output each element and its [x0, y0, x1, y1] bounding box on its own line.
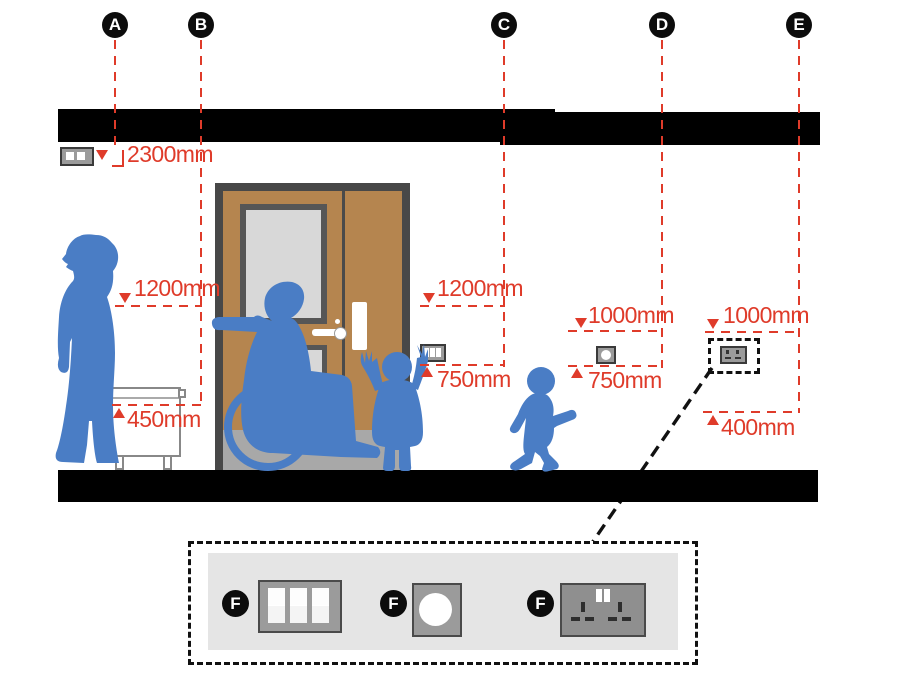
dim-line-c-lower [420, 364, 505, 366]
door-keyhole-dot [335, 319, 340, 324]
marker-a: A [102, 12, 128, 38]
marker-d: D [649, 12, 675, 38]
arrow-down [575, 318, 587, 328]
arrow-down [707, 319, 719, 329]
dim-line-b-upper [115, 305, 202, 307]
ceiling-band [58, 109, 555, 142]
arrow-down [96, 150, 108, 160]
child-figure-walking [509, 367, 577, 472]
inset-panel: F F F [208, 553, 678, 650]
door-push-plate [352, 302, 367, 350]
arrow-down [119, 293, 131, 303]
dim-d-upper: 1000mm [588, 302, 674, 328]
radiator-foot [163, 455, 172, 470]
reference-line-e [798, 40, 800, 413]
radiator [105, 387, 181, 457]
door-handle-rose [334, 327, 347, 340]
arrow-down [423, 293, 435, 303]
wheelchair-user-figure [211, 281, 381, 471]
dim-ceiling-fixture: 2300mm [127, 141, 213, 167]
double-socket-outlet-icon [560, 583, 646, 637]
marker-f: F [527, 590, 554, 617]
arrow-up [421, 367, 433, 377]
door-handle [312, 329, 342, 336]
dim-line-b-lower [112, 404, 202, 406]
three-gang-light-switch-icon [258, 580, 342, 633]
door-window-upper [240, 204, 327, 324]
dim-line-e-upper [705, 331, 800, 333]
reference-line-d [661, 40, 663, 368]
dimmer-switch-icon [412, 583, 462, 637]
marker-b: B [188, 12, 214, 38]
dim-line-e-lower [703, 411, 800, 413]
dim-b-lower: 450mm [127, 406, 201, 432]
dim-d-lower: 750mm [588, 367, 662, 393]
child-figure-reaching [360, 344, 428, 471]
marker-f-label: F [388, 593, 399, 613]
dimmer-icon [596, 346, 616, 364]
arrow-up [571, 368, 583, 378]
reference-line-b [200, 40, 202, 406]
marker-e-label: E [793, 15, 805, 34]
marker-f-label: F [535, 593, 546, 613]
socket-outlet-icon [720, 346, 747, 364]
dim-line-d-upper [568, 330, 663, 332]
dim-line-d-lower [568, 365, 663, 367]
marker-e: E [786, 12, 812, 38]
marker-b-label: B [194, 15, 208, 34]
ceiling-band-right [500, 112, 820, 145]
dim-c-upper: 1200mm [437, 275, 523, 301]
reference-line-c [503, 40, 505, 367]
detail-inset: F F F [188, 541, 698, 665]
marker-c-label: C [497, 15, 511, 34]
dim-line-c-upper [420, 305, 505, 307]
dim-e-lower: 400mm [721, 414, 795, 440]
marker-f-label: F [230, 593, 241, 613]
marker-d-label: D [655, 15, 669, 34]
marker-a-label: A [108, 15, 122, 34]
arrow-up [113, 408, 125, 418]
radiator-valve [178, 389, 186, 398]
marker-f: F [222, 590, 249, 617]
socket-callout-box [708, 338, 760, 374]
dim-e-upper: 1000mm [723, 302, 809, 328]
arrow-up [707, 415, 719, 425]
dim-c-lower: 750mm [437, 366, 511, 392]
dim-b-upper: 1200mm [134, 275, 220, 301]
adult-figure [55, 234, 119, 463]
marker-f: F [380, 590, 407, 617]
datum-corner-mark [112, 150, 124, 167]
marker-c: C [491, 12, 517, 38]
ceiling-mounted-fixture-icon [60, 147, 94, 166]
floor-band [58, 470, 818, 502]
reference-line-a [114, 40, 116, 150]
